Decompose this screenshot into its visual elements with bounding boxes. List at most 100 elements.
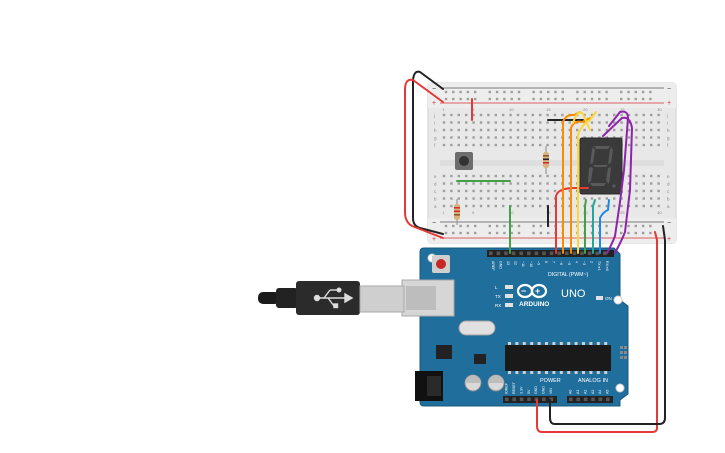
breadboard-hole[interactable] — [568, 128, 571, 132]
rail-hole[interactable] — [605, 97, 608, 101]
rail-hole[interactable] — [459, 231, 462, 235]
breadboard-hole[interactable] — [457, 143, 460, 147]
rail-hole[interactable] — [539, 90, 543, 94]
rail-hole[interactable] — [474, 231, 477, 235]
breadboard-hole[interactable] — [620, 136, 623, 139]
breadboard-hole[interactable] — [524, 113, 527, 117]
breadboard-hole[interactable] — [590, 113, 594, 117]
wire-red-power[interactable] — [536, 231, 658, 433]
wire-orange-1[interactable] — [562, 111, 581, 254]
rail-hole[interactable] — [539, 97, 543, 101]
breadboard-hole[interactable] — [442, 204, 446, 208]
rail-hole[interactable] — [620, 90, 623, 94]
wire-purple-2[interactable] — [602, 116, 633, 254]
breadboard-hole[interactable] — [642, 136, 645, 139]
breadboard-hole[interactable] — [642, 197, 645, 200]
rail-hole[interactable] — [532, 97, 535, 101]
breadboard-hole[interactable] — [450, 121, 453, 124]
analog-pin[interactable] — [606, 397, 610, 402]
rail-hole[interactable] — [532, 90, 535, 94]
digital-pin[interactable] — [542, 251, 546, 256]
breadboard-hole[interactable] — [620, 121, 623, 124]
power-pin[interactable] — [505, 397, 509, 402]
breadboard-hole[interactable] — [539, 136, 542, 139]
breadboard-hole[interactable] — [605, 197, 608, 200]
rail-hole[interactable] — [503, 231, 506, 235]
rail-hole[interactable] — [466, 224, 470, 228]
breadboard-hole[interactable] — [635, 174, 638, 178]
digital-pin[interactable] — [549, 251, 554, 256]
breadboard-hole[interactable] — [450, 128, 453, 132]
rail-hole[interactable] — [539, 224, 543, 228]
breadboard-hole[interactable] — [509, 128, 512, 132]
power-pin[interactable] — [519, 397, 524, 402]
breadboard-hole[interactable] — [613, 204, 616, 208]
breadboard-hole[interactable] — [472, 113, 475, 117]
breadboard-hole[interactable] — [627, 136, 631, 139]
breadboard-hole[interactable] — [479, 189, 483, 193]
power-pin[interactable] — [527, 397, 531, 402]
breadboard-hole[interactable] — [487, 204, 490, 208]
breadboard-hole[interactable] — [590, 128, 594, 132]
breadboard-hole[interactable] — [657, 174, 660, 178]
breadboard-hole[interactable] — [516, 197, 520, 200]
breadboard-hole[interactable] — [613, 113, 616, 117]
breadboard-hole[interactable] — [509, 113, 512, 117]
breadboard-hole[interactable] — [524, 197, 527, 200]
digital-pin[interactable] — [565, 251, 569, 256]
breadboard-hole[interactable] — [553, 136, 557, 139]
breadboard-hole[interactable] — [605, 128, 608, 132]
digital-pin[interactable] — [557, 251, 561, 256]
breadboard-hole[interactable] — [613, 128, 616, 132]
rail-hole[interactable] — [590, 97, 594, 101]
breadboard-hole[interactable] — [494, 121, 497, 124]
rail-hole[interactable] — [503, 90, 506, 94]
breadboard-hole[interactable] — [487, 113, 490, 117]
breadboard-hole[interactable] — [553, 128, 557, 132]
breadboard-hole[interactable] — [479, 174, 483, 178]
breadboard-hole[interactable] — [546, 136, 549, 139]
breadboard-hole[interactable] — [635, 204, 638, 208]
rail-hole[interactable] — [452, 231, 455, 235]
breadboard-hole[interactable] — [465, 204, 468, 208]
breadboard-hole[interactable] — [457, 121, 460, 124]
breadboard-hole[interactable] — [605, 204, 608, 208]
digital-pin[interactable] — [572, 251, 577, 256]
breadboard-hole[interactable] — [627, 121, 631, 124]
rail-hole[interactable] — [532, 224, 535, 228]
analog-pin[interactable] — [576, 397, 580, 402]
breadboard-hole[interactable] — [524, 121, 527, 124]
breadboard-hole[interactable] — [598, 113, 601, 117]
breadboard-hole[interactable] — [531, 182, 534, 185]
breadboard-hole[interactable] — [650, 182, 653, 185]
analog-pin[interactable] — [591, 397, 595, 402]
breadboard-hole[interactable] — [657, 182, 660, 185]
breadboard-hole[interactable] — [620, 128, 623, 132]
breadboard-hole[interactable] — [657, 128, 660, 132]
rail-hole[interactable] — [576, 97, 579, 101]
breadboard-hole[interactable] — [516, 128, 520, 132]
breadboard-hole[interactable] — [487, 143, 490, 147]
breadboard-hole[interactable] — [494, 113, 497, 117]
rail-hole[interactable] — [503, 97, 506, 101]
breadboard-hole[interactable] — [487, 189, 490, 193]
rail-hole[interactable] — [605, 231, 608, 235]
rail-hole[interactable] — [627, 90, 630, 94]
wire-yellow-loop[interactable] — [572, 111, 591, 131]
breadboard-hole[interactable] — [465, 197, 468, 200]
breadboard-hole[interactable] — [457, 174, 460, 178]
rail-hole[interactable] — [627, 224, 630, 228]
breadboard-hole[interactable] — [509, 189, 512, 193]
breadboard-hole[interactable] — [450, 182, 453, 185]
wire-orange-2[interactable] — [570, 117, 591, 254]
breadboard-hole[interactable] — [524, 136, 527, 139]
breadboard-hole[interactable] — [657, 143, 660, 147]
breadboard-hole[interactable] — [516, 182, 520, 185]
breadboard-hole[interactable] — [516, 189, 520, 193]
breadboard-hole[interactable] — [553, 182, 557, 185]
breadboard-hole[interactable] — [657, 189, 660, 193]
breadboard-hole[interactable] — [583, 121, 586, 124]
rail-hole[interactable] — [605, 90, 608, 94]
rail-hole[interactable] — [517, 224, 521, 228]
rail-hole[interactable] — [634, 90, 637, 94]
